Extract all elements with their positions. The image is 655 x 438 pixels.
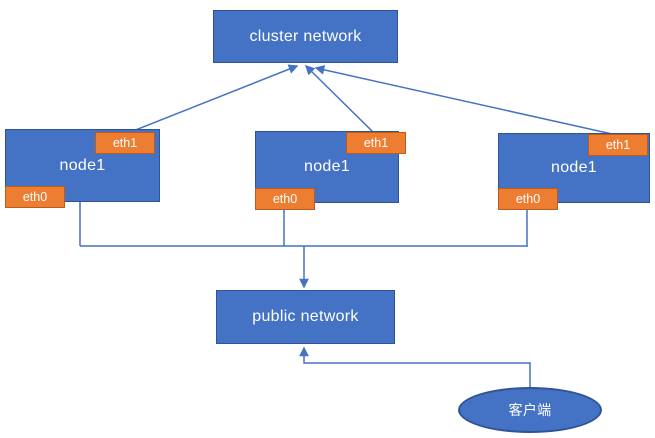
- eth0-label: eth0: [22, 190, 48, 204]
- eth1-tag-middle: eth1: [346, 132, 406, 154]
- eth1-tag-right: eth1: [588, 134, 648, 156]
- eth0-label: eth0: [515, 192, 541, 206]
- eth0-tag-right: eth0: [498, 188, 558, 210]
- client-ellipse: 客户端: [458, 387, 602, 433]
- public-network-box: public network: [216, 290, 395, 344]
- node-label: node1: [551, 159, 597, 176]
- eth1-label: eth1: [363, 136, 389, 150]
- eth0-label: eth0: [272, 192, 298, 206]
- eth1-tag-left: eth1: [95, 132, 155, 154]
- eth0-tag-left: eth0: [5, 186, 65, 208]
- public-network-label: public network: [252, 308, 359, 325]
- eth0-tag-middle: eth0: [255, 188, 315, 210]
- cluster-network-box: cluster network: [213, 10, 398, 63]
- node-label: node1: [59, 156, 106, 174]
- connector-client-to-public: [299, 346, 531, 387]
- connector-node1-left-eth1-to-cluster: [127, 64, 299, 134]
- node-label: node1: [304, 158, 350, 175]
- client-label: 客户端: [508, 402, 552, 418]
- eth1-label: eth1: [112, 136, 138, 150]
- cluster-network-label: cluster network: [249, 27, 362, 45]
- connector-node1-right-eth1-to-cluster: [314, 65, 613, 135]
- eth1-label: eth1: [605, 138, 631, 152]
- connector-node1-middle-eth1-to-cluster: [304, 64, 374, 133]
